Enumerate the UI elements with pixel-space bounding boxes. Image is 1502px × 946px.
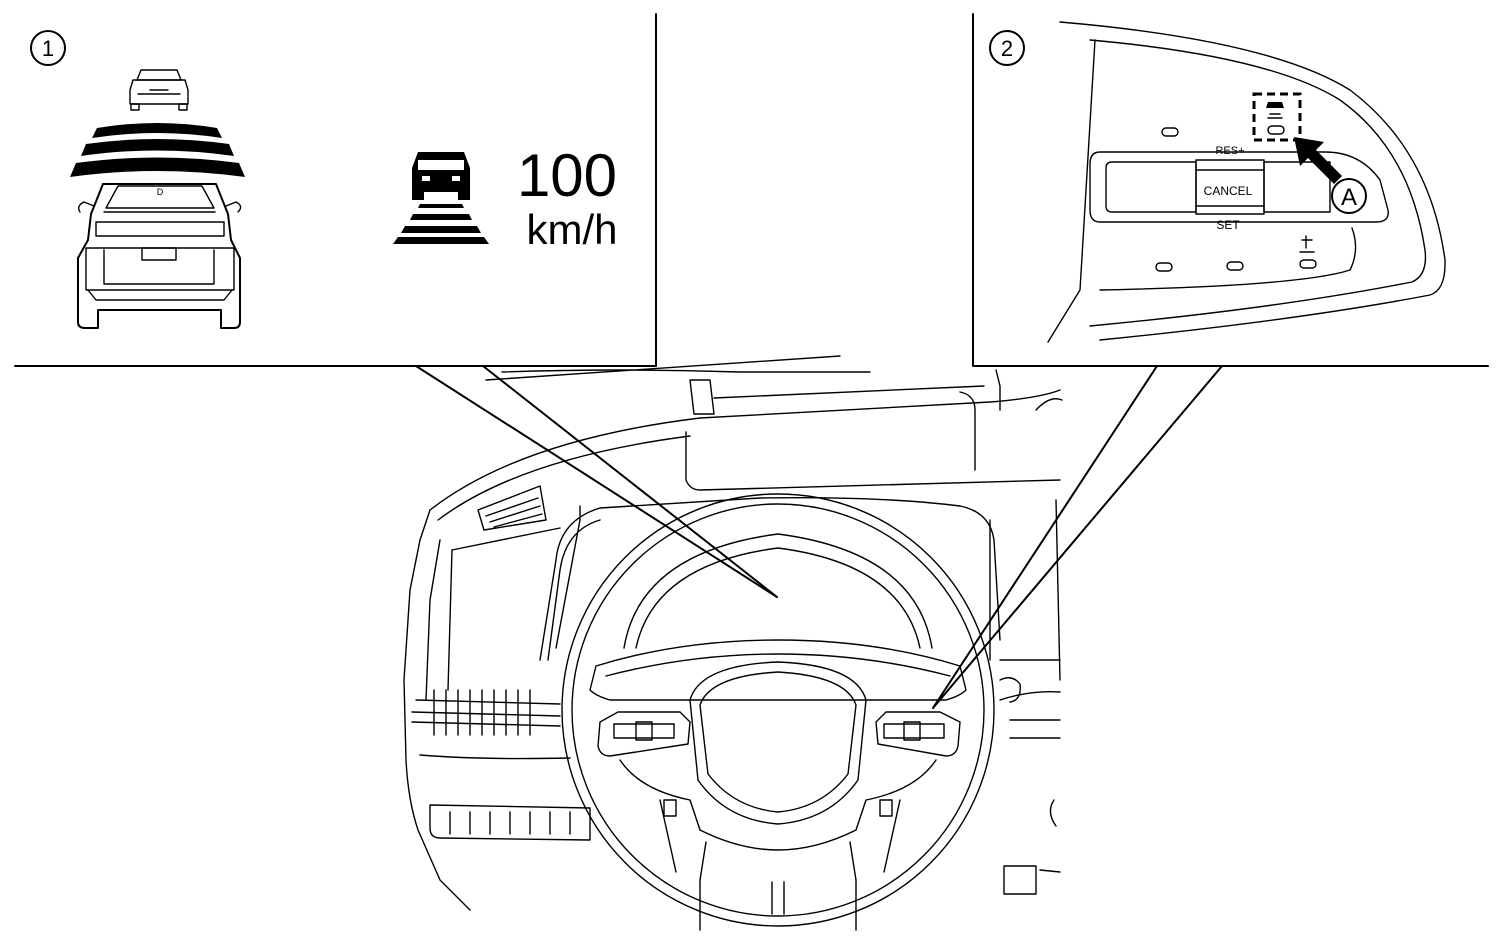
panel-2-number-badge: 2 <box>989 30 1025 66</box>
arrow-icon <box>1294 137 1342 184</box>
dashboard-icon <box>403 355 1063 911</box>
res-button-label: RES+ <box>1215 145 1244 157</box>
panel-1-number: 1 <box>42 36 54 61</box>
panel-1: 1 D <box>30 30 618 329</box>
rear-vehicle-icon: D <box>77 183 242 329</box>
speed-unit: km/h <box>526 206 617 253</box>
cancel-button-label: CANCEL <box>1204 184 1253 198</box>
steering-wheel-icon <box>561 493 995 931</box>
panel-1-number-badge: 1 <box>30 30 66 66</box>
intelligent-cruise-button-icon <box>1252 92 1302 142</box>
panel-2: 2 CANCEL RES+ SET <box>989 21 1446 343</box>
set-button-label: SET <box>1216 218 1240 232</box>
panel-2-number: 2 <box>1001 36 1013 61</box>
distance-bars-icon <box>70 123 245 177</box>
lead-vehicle-icon <box>129 69 189 111</box>
callout-a-label: A <box>1341 184 1357 211</box>
steering-switch-closeup: CANCEL RES+ SET A <box>1047 21 1446 343</box>
speed-value: 100 <box>517 142 617 209</box>
cruise-set-icon <box>393 152 489 244</box>
callout-a: A <box>1331 178 1367 214</box>
svg-text:D: D <box>157 187 164 197</box>
panel-frames <box>14 13 1489 709</box>
